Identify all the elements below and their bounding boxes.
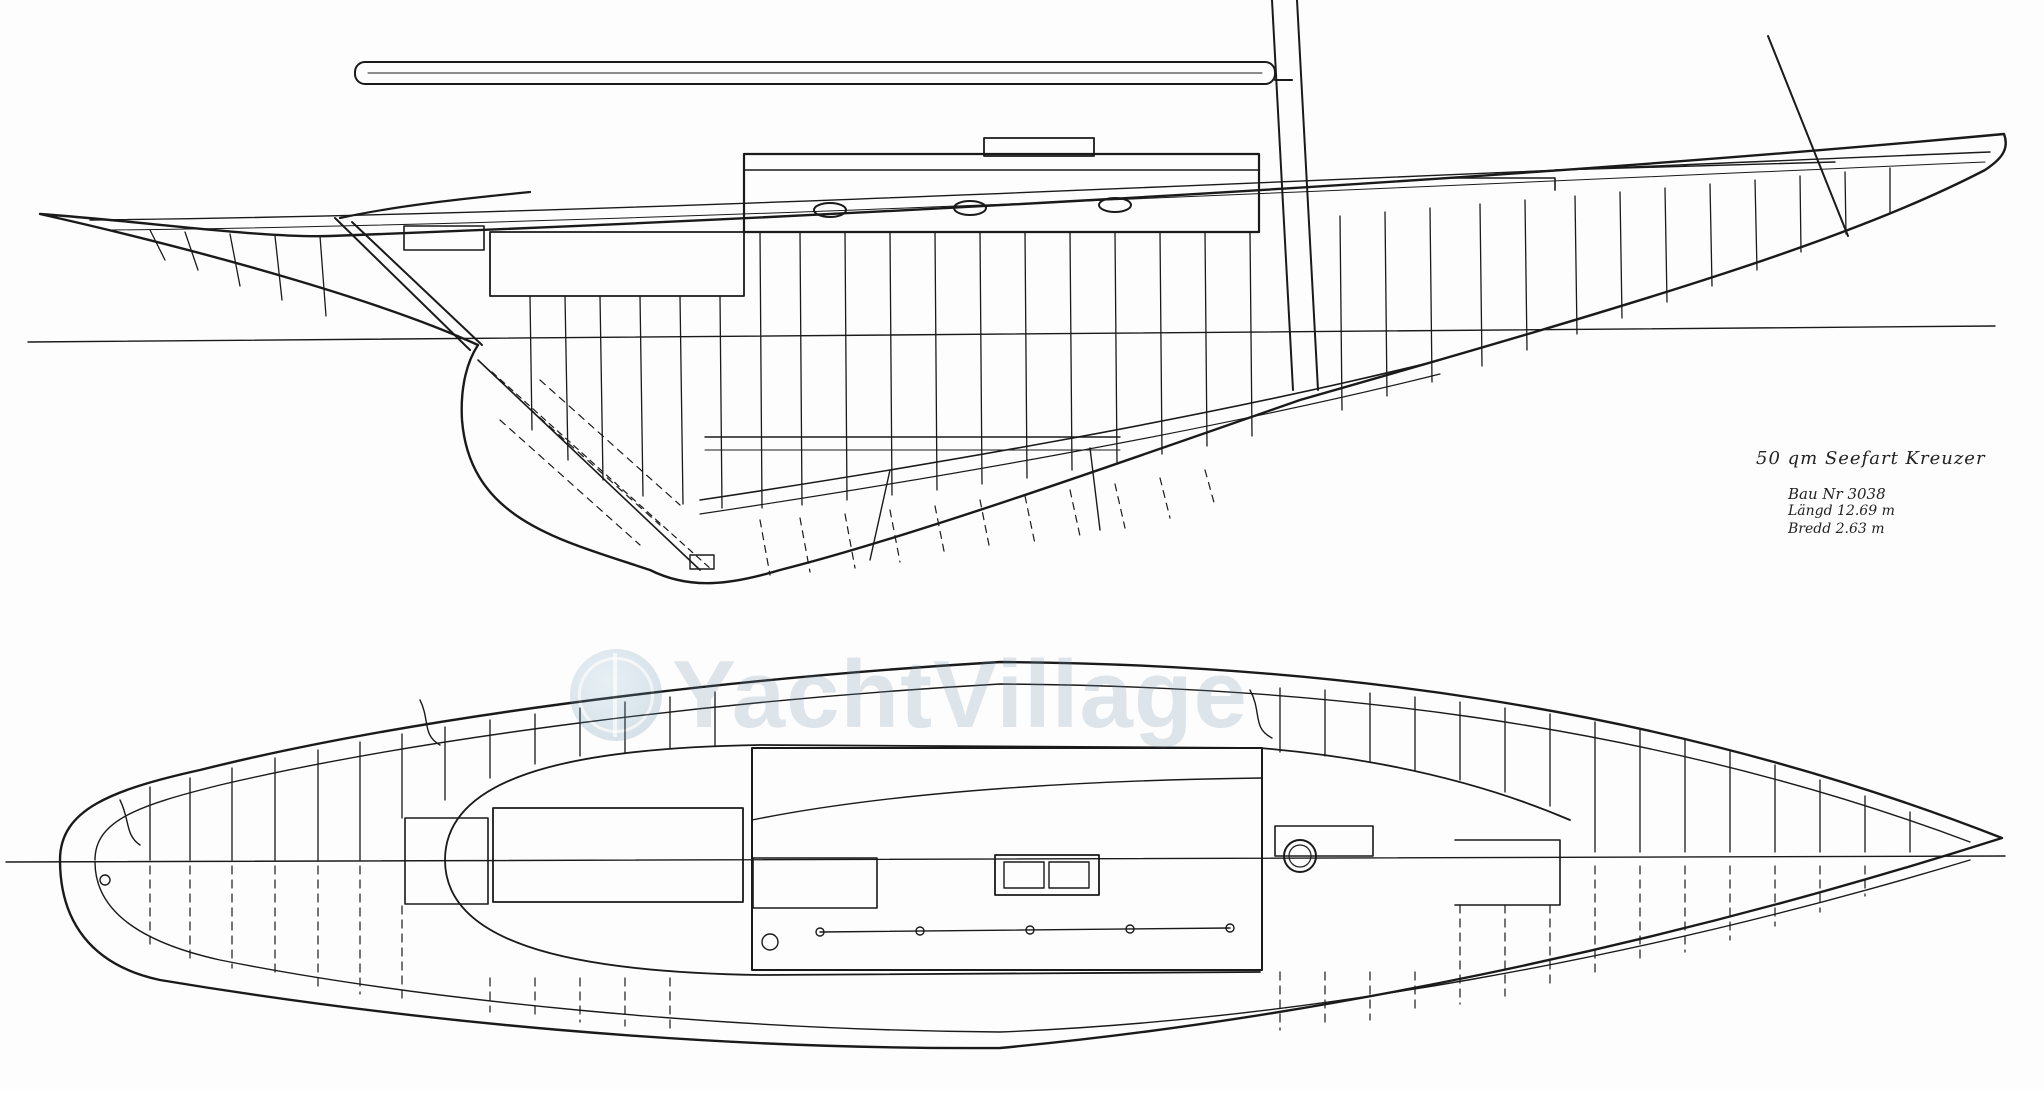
plan-frames-upper [149, 687, 1911, 861]
plan-fittings [99, 874, 1235, 951]
length-label: Längd 12.69 m [1788, 503, 1895, 520]
cockpit-plan [492, 807, 744, 903]
deckhouse [742, 137, 1261, 234]
cabin-coaming [444, 744, 1571, 976]
side-profile [27, 0, 2007, 585]
waterline [27, 325, 1996, 343]
beam-label: Bredd 2.63 m [1788, 520, 1885, 537]
cockpit [403, 225, 745, 297]
boom [354, 61, 1293, 85]
profile-frames [149, 167, 1891, 509]
deckhouse-plan [751, 747, 1263, 971]
tiller [338, 190, 532, 220]
drawing-title: 50 qm Seefart Kreuzer [1756, 448, 1986, 469]
hanging-knees [119, 689, 1273, 846]
title-block: 50 qm Seefart Kreuzer Bau Nr 3038 Längd … [1756, 448, 2016, 538]
plan-view [5, 660, 2006, 1050]
centerline [5, 855, 2006, 863]
rudder [334, 217, 715, 571]
build-number: Bau Nr 3038 [1788, 484, 1886, 503]
fore-hatch [994, 854, 1100, 896]
hull-plan [58, 660, 2004, 1050]
forestay [1767, 35, 1849, 237]
hull-profile [38, 132, 2007, 585]
plan-frames-lower [149, 865, 1866, 1031]
mast [1271, 0, 1319, 391]
mast-hole [1283, 839, 1317, 873]
keel-dashes [499, 379, 1216, 576]
